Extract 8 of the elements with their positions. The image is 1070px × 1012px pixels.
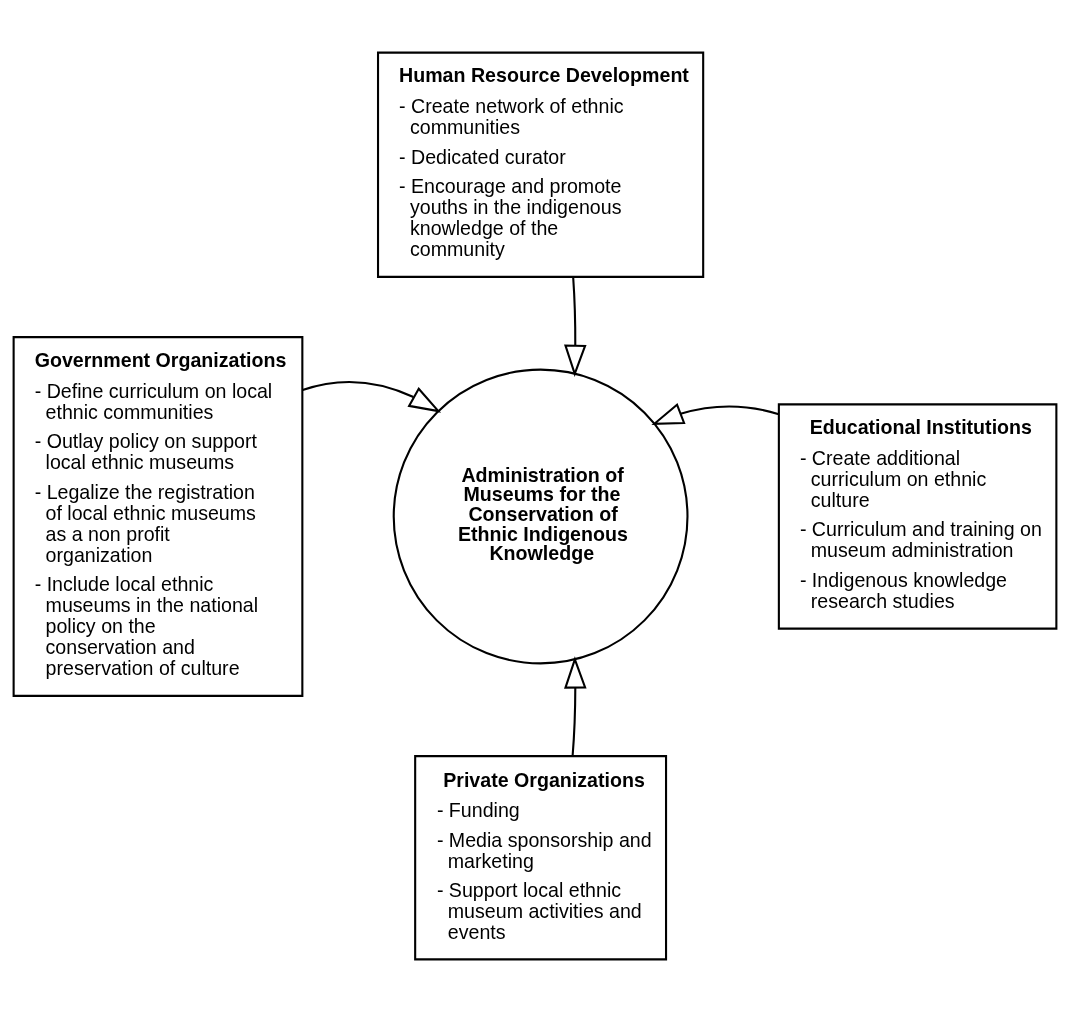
arrow <box>651 402 780 425</box>
arrow <box>302 380 442 413</box>
node-box: Human Resource Development - Create network of ethnic communities - Dedicated curator - Encourage and promote youths in the indigenous knowledge of the community <box>376 51 705 278</box>
node-box: Private Organizations - Funding - Media sponsorship and marketing - Support local ethnic museum activities and events <box>414 755 668 961</box>
node-box: Educational Institutions - Create additional curriculum on ethnic culture - Curriculum and training on museum administration - Indigenous knowledge research studies <box>777 403 1058 630</box>
arrow <box>564 656 587 757</box>
node-box: Government Organizations - Define curriculum on local ethnic communities - Outlay policy on support local ethnic museums - Legalize the registration of local ethnic museums as a non profit organization - Include local ethnic museums in the national policy on the conservation and preservation of culture <box>12 336 304 697</box>
arrow <box>564 276 587 377</box>
